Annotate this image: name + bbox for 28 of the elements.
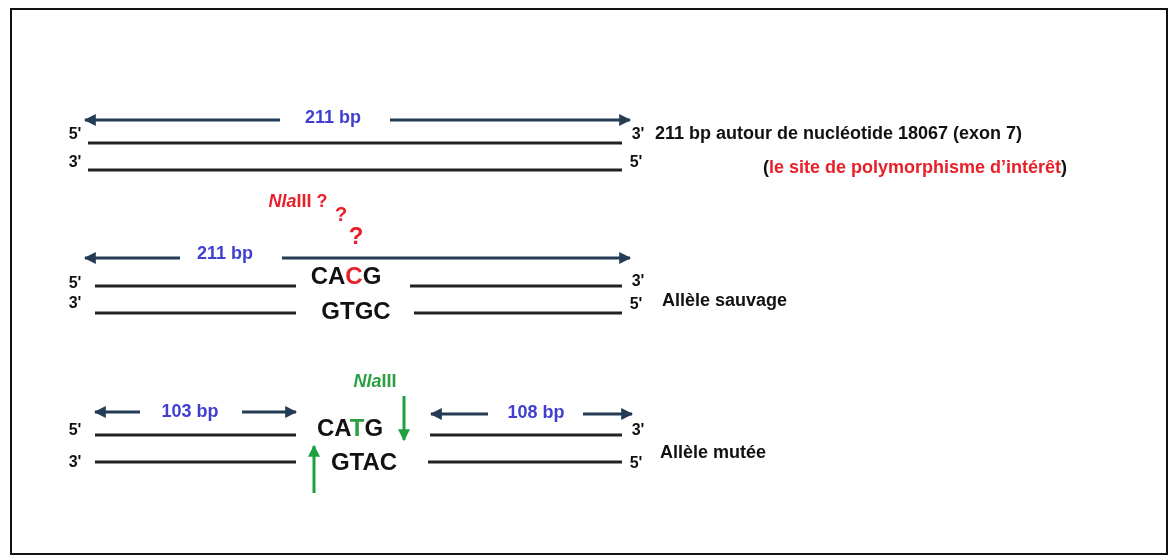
strand-end-label: 3' bbox=[631, 126, 645, 142]
strand-end-label: 3' bbox=[631, 422, 645, 438]
strand-end-label: 3' bbox=[68, 454, 82, 470]
strand-end-label: 5' bbox=[629, 296, 643, 312]
description-label: (le site de polymorphisme d’intérêt) bbox=[762, 158, 1068, 176]
enzyme-label: NlaIII ? bbox=[268, 192, 328, 210]
strand-end-label: 3' bbox=[68, 295, 82, 311]
dimension-label: 108 bp bbox=[507, 403, 565, 421]
sequence-label: GTGC bbox=[321, 299, 391, 323]
strand-end-label: 5' bbox=[68, 275, 82, 291]
question-mark: ? bbox=[348, 224, 364, 248]
sequence-label: CACG bbox=[310, 264, 382, 288]
description-label: Allèle mutée bbox=[660, 443, 767, 461]
strand-end-label: 5' bbox=[629, 455, 643, 471]
question-mark: ? bbox=[334, 204, 348, 224]
dimension-label: 103 bp bbox=[161, 402, 219, 420]
strand-end-label: 5' bbox=[68, 126, 82, 142]
strand-end-label: 5' bbox=[68, 422, 82, 438]
sequence-label: CATG bbox=[316, 416, 384, 440]
sequence-label: GTAC bbox=[330, 450, 398, 474]
dimension-label: 211 bp bbox=[197, 244, 253, 262]
strand-end-label: 3' bbox=[68, 154, 82, 170]
strand-end-label: 3' bbox=[631, 273, 645, 289]
enzyme-label: NlaIII bbox=[353, 372, 397, 390]
description-label: 211 bp autour de nucléotide 18067 (exon 7) bbox=[655, 124, 1023, 142]
dimension-label: 211 bp bbox=[305, 108, 361, 126]
description-label: Allèle sauvage bbox=[662, 291, 788, 309]
strand-end-label: 5' bbox=[629, 154, 643, 170]
